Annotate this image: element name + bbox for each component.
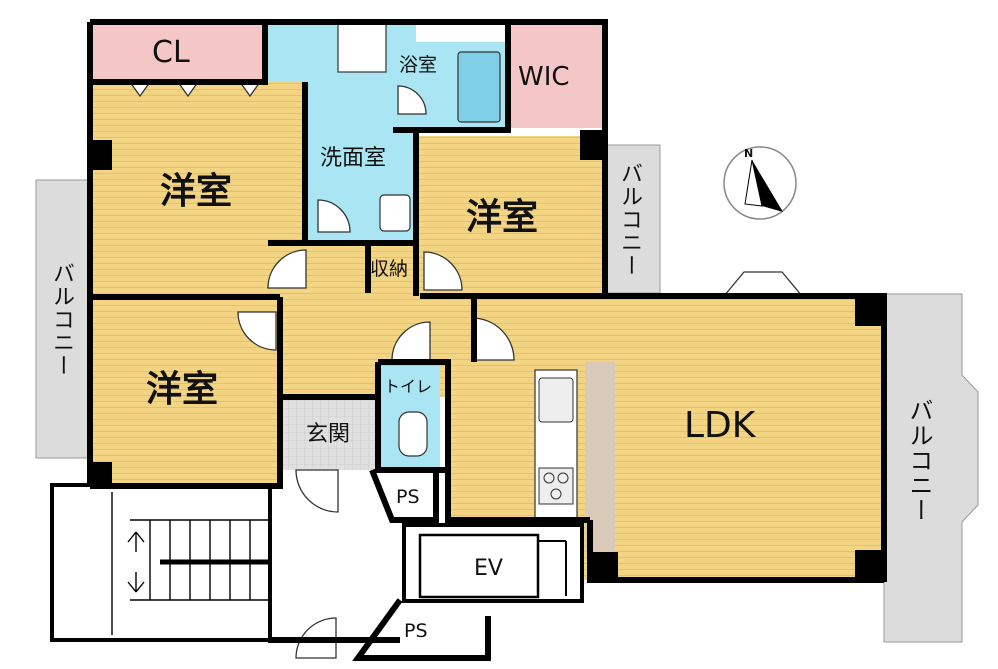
room-label-ps-1: PS bbox=[396, 486, 420, 508]
room-label-wic: WIC bbox=[518, 62, 570, 92]
room-label-western-1: 洋室 bbox=[160, 171, 233, 212]
room-label-entrance: 玄関 bbox=[306, 422, 351, 447]
balcony-label-left: バルコニー bbox=[49, 262, 74, 377]
entrance-floor bbox=[283, 400, 381, 470]
closet-cl-floor bbox=[90, 25, 265, 82]
wic-floor bbox=[508, 25, 603, 128]
western-room-1-floor bbox=[90, 82, 305, 294]
room-label-storage: 収納 bbox=[370, 258, 409, 280]
balcony-right bbox=[883, 293, 979, 643]
room-label-washroom: 洗面室 bbox=[320, 146, 387, 171]
washing-machine-pan bbox=[337, 21, 387, 73]
balcony-top-right bbox=[602, 144, 661, 294]
compass-north-label: N bbox=[744, 147, 754, 160]
staircase bbox=[50, 483, 272, 642]
room-label-bath: 浴室 bbox=[399, 54, 438, 76]
compass-icon bbox=[723, 146, 797, 220]
balcony-left bbox=[35, 179, 91, 459]
balcony-label-top-right: バルコニー bbox=[617, 162, 642, 277]
wall-columns bbox=[90, 130, 887, 582]
room-label-western-3: 洋室 bbox=[146, 369, 219, 410]
toilet-bowl bbox=[398, 411, 428, 457]
stove-burner bbox=[543, 472, 555, 484]
bathtub bbox=[457, 51, 501, 123]
room-label-ldk: LDK bbox=[684, 405, 756, 446]
room-label-cl: CL bbox=[152, 35, 190, 70]
balcony-label-right: バルコニー bbox=[905, 398, 933, 523]
room-label-ev: EV bbox=[474, 556, 503, 581]
elevator-inner bbox=[418, 533, 540, 599]
wash-basin bbox=[379, 194, 411, 232]
room-label-ps-2: PS bbox=[404, 620, 428, 642]
stove bbox=[538, 467, 574, 505]
room-label-toilet: トイレ bbox=[384, 377, 433, 396]
stove-burner bbox=[557, 472, 569, 484]
stove-burner bbox=[550, 488, 562, 500]
kitchen-sink bbox=[538, 377, 574, 423]
room-label-western-2: 洋室 bbox=[466, 197, 539, 238]
